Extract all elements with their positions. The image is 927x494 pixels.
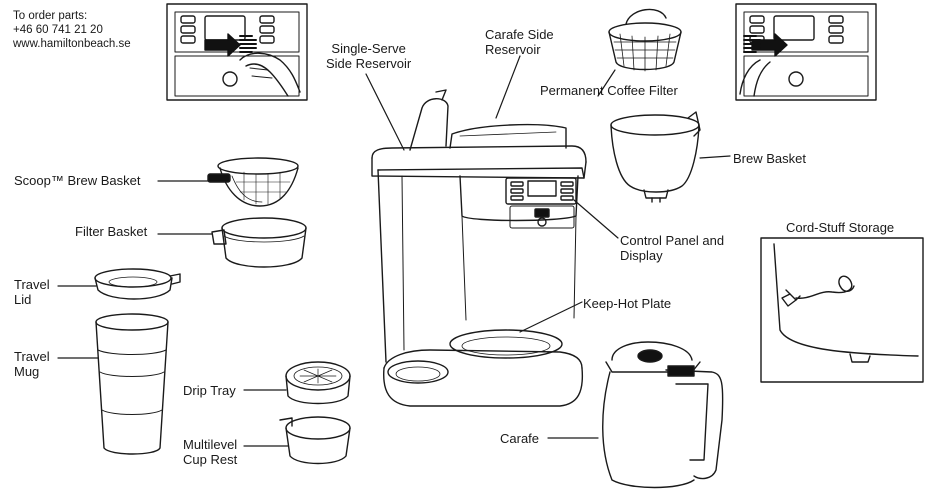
label-single-serve-line2: Side Reservoir (326, 56, 412, 71)
label-permanent-coffee-filter: Permanent Coffee Filter (540, 83, 678, 98)
label-carafe-side-line2: Reservoir (485, 42, 541, 57)
label-travel-mug-line2: Mug (14, 364, 40, 379)
control-panel-inset-left (166, 3, 308, 101)
drip-tray (243, 361, 351, 405)
contact-phone: +46 60 741 21 20 (13, 24, 103, 36)
label-travel-lid-line1: Travel (14, 277, 50, 292)
permanent-coffee-filter (597, 8, 682, 97)
label-keep-hot-plate: Keep-Hot Plate (583, 296, 672, 311)
label-control-panel-line1: Control Panel and (620, 233, 725, 248)
label-travel-mug-line1: Travel (14, 349, 50, 364)
contact-info: To order parts: +46 60 741 21 20 www.ham… (13, 9, 131, 51)
label-travel-lid: Travel Lid (14, 277, 50, 307)
travel-mug (57, 313, 169, 455)
label-single-serve-reservoir: Single-Serve Side Reservoir (326, 41, 411, 71)
label-scoop-brew-basket: Scoop™ Brew Basket (14, 173, 141, 188)
cord-storage-inset (760, 237, 924, 383)
label-cup-rest-line2: Cup Rest (183, 452, 238, 467)
filter-basket (157, 217, 307, 268)
label-travel-lid-line2: Lid (14, 292, 32, 307)
multilevel-cup-rest (243, 416, 351, 465)
label-brew-basket: Brew Basket (733, 151, 806, 166)
control-panel-inset-right (735, 3, 877, 101)
contact-order-label: To order parts: (13, 10, 88, 22)
label-carafe-side-line1: Carafe Side (485, 27, 554, 42)
label-filter-basket: Filter Basket (75, 224, 148, 239)
contact-website: www.hamiltonbeach.se (13, 38, 131, 50)
label-multilevel-cup-rest: Multilevel Cup Rest (183, 437, 237, 467)
carafe (547, 341, 724, 489)
label-cord-storage: Cord-Stuff Storage (786, 220, 895, 235)
label-carafe-side-reservoir: Carafe Side Reservoir (485, 27, 554, 57)
label-control-panel-line2: Display (620, 248, 663, 263)
travel-lid (57, 268, 181, 300)
label-cup-rest-line1: Multilevel (183, 437, 238, 452)
label-drip-tray: Drip Tray (183, 383, 236, 398)
label-carafe: Carafe (500, 431, 540, 446)
scoop-brew-basket (157, 157, 299, 207)
label-travel-mug: Travel Mug (14, 349, 50, 379)
coffee-maker (365, 55, 619, 407)
label-single-serve-line1: Single-Serve (331, 41, 406, 56)
brew-basket (610, 111, 731, 203)
label-control-panel: Control Panel and Display (620, 233, 724, 263)
